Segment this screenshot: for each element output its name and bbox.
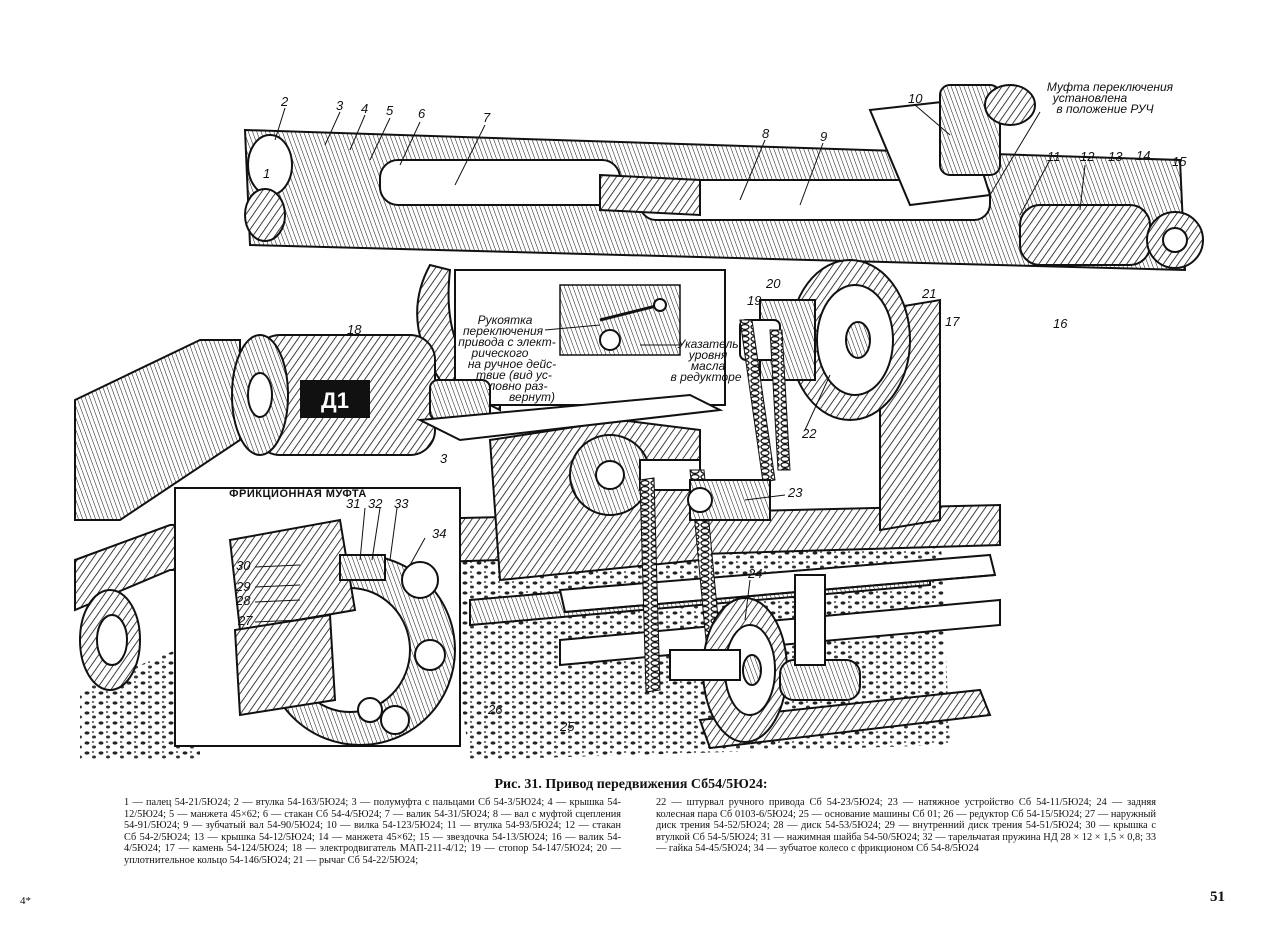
rear-wheelset — [669, 574, 861, 743]
callout-15: 15 — [1172, 154, 1187, 169]
motor-label: Д1 — [321, 388, 349, 413]
callout-7: 7 — [483, 110, 491, 125]
rail — [558, 553, 997, 614]
callout-5: 5 — [386, 103, 394, 118]
callout-9: 9 — [820, 129, 827, 144]
callout-23: 23 — [787, 485, 803, 500]
legend-right-column: 22 — штурвал ручного привода Сб 54-23/5Ю… — [656, 797, 1156, 855]
handle-note-line1: Рукоятка — [478, 313, 533, 327]
callout-25: 25 — [559, 719, 575, 734]
oil-note-line4: в редукторе — [671, 370, 742, 384]
oil-note-line1: Указатель — [676, 337, 738, 351]
callout-21: 21 — [921, 286, 936, 301]
oil-note-line3: масла — [691, 359, 726, 373]
signature-mark: 4* — [20, 895, 31, 907]
callout-24: 24 — [747, 566, 762, 581]
callout-19: 19 — [747, 293, 761, 308]
callout-3b: 3 — [440, 451, 448, 466]
handle-note-line3: привода с элект- — [458, 335, 555, 349]
callout-27: 27 — [237, 613, 253, 628]
coupling-note-line3: в положение РУЧ — [1056, 102, 1154, 116]
callout-17: 17 — [945, 314, 960, 329]
part-callouts: 1 2 3 4 5 6 7 8 9 10 11 12 13 14 15 16 1… — [235, 91, 1187, 734]
callout-3: 3 — [336, 98, 344, 113]
callout-32: 32 — [368, 496, 383, 511]
callout-1: 1 — [263, 166, 270, 181]
electric-motor-d1 — [231, 334, 491, 456]
handle-note-line2: переключения — [463, 324, 544, 338]
callout-26: 26 — [487, 702, 503, 717]
handle-note-line5: на ручное дейс- — [468, 357, 556, 371]
handle-note-line4: рического — [471, 346, 529, 360]
callout-33: 33 — [394, 496, 409, 511]
page-number: 51 — [1210, 889, 1225, 905]
callout-2: 2 — [280, 94, 289, 109]
figure-caption-title: Рис. 31. Привод передвижения Сб54/5Ю24: — [494, 777, 768, 792]
callout-31: 31 — [346, 496, 360, 511]
callout-10: 10 — [908, 91, 923, 106]
oil-note-line2: уровня — [688, 348, 728, 362]
annotation-notes: Муфта переключения установлена в положен… — [458, 80, 1173, 404]
callout-29: 29 — [235, 579, 250, 594]
callout-18: 18 — [347, 322, 362, 337]
callout-12: 12 — [1080, 149, 1095, 164]
handle-note-line6: твие (вид ус- — [476, 368, 552, 382]
chain-tensioner — [687, 479, 771, 521]
coupling-note-line1: Муфта переключения — [1047, 80, 1174, 94]
handle-note-line7: ловно раз- — [488, 379, 548, 393]
handle-note-line8: вернут) — [509, 390, 555, 404]
callout-20: 20 — [765, 276, 781, 291]
callout-16: 16 — [1053, 316, 1068, 331]
callout-30: 30 — [236, 558, 251, 573]
callout-28: 28 — [235, 593, 251, 608]
callout-11: 11 — [1047, 149, 1061, 164]
callout-6: 6 — [418, 106, 426, 121]
drive-mechanism-illustration: Д1 — [74, 80, 1204, 760]
callout-14: 14 — [1136, 148, 1150, 163]
leader-lines — [254, 104, 1086, 623]
inset-title: ФРИКЦИОННАЯ МУФТА — [229, 488, 367, 500]
left-wheel — [79, 589, 141, 691]
callout-8: 8 — [762, 126, 770, 141]
coupling-note-line2: установлена — [1052, 91, 1128, 105]
callout-34: 34 — [432, 526, 446, 541]
friction-clutch-inset — [174, 487, 461, 747]
fork-selector-housing — [868, 84, 1036, 207]
legend-left-column: 1 — палец 54-21/5Ю24; 2 — втулка 54-163/… — [124, 797, 621, 866]
handle-inset — [454, 269, 726, 406]
manual-handwheel — [739, 259, 911, 421]
callout-13: 13 — [1108, 149, 1123, 164]
callout-4: 4 — [361, 101, 368, 116]
callout-22: 22 — [801, 426, 817, 441]
